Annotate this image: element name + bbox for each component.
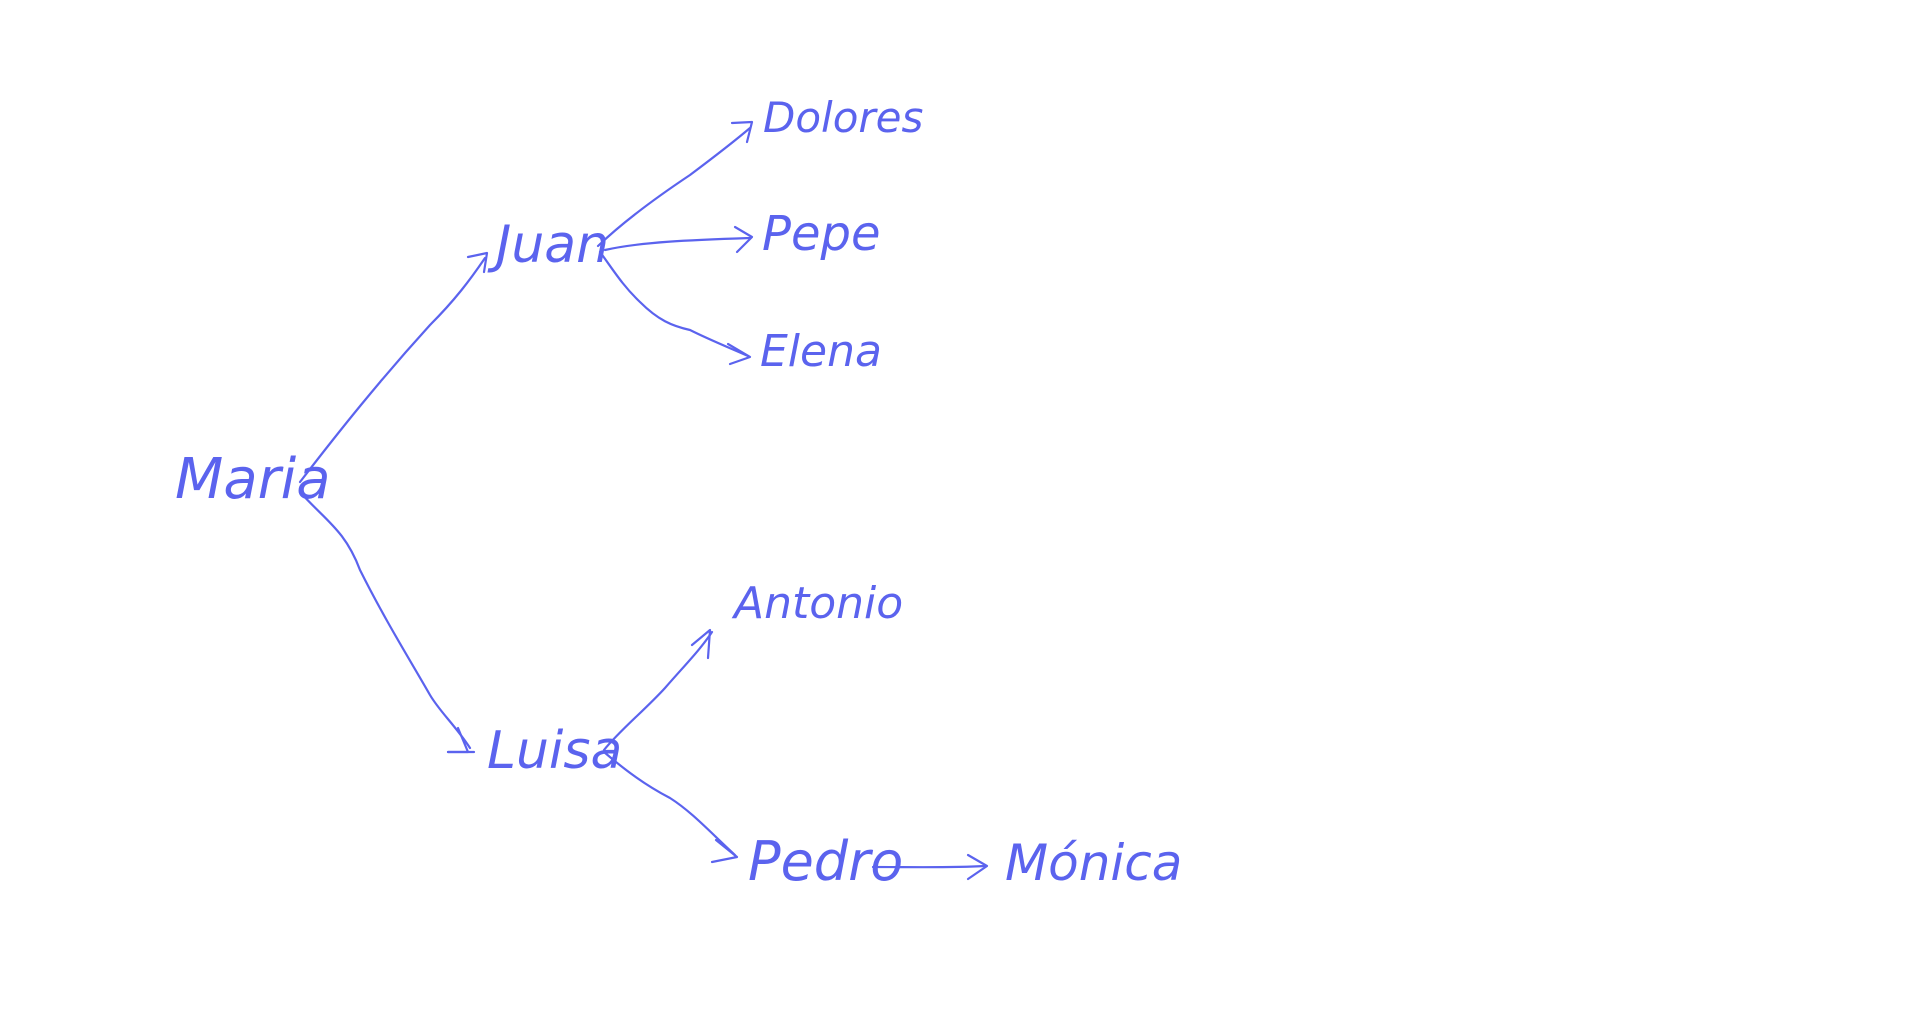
node-luisa: Luisa: [487, 721, 622, 781]
node-elena: Elena: [760, 326, 882, 377]
edge-luisa-antonio: [602, 628, 714, 752]
node-pepe: Pepe: [762, 206, 880, 262]
node-pedro: Pedro: [748, 830, 903, 893]
edge-pedro-monica: [871, 853, 989, 881]
node-maria: Maria: [175, 447, 331, 512]
edge-juan-elena: [598, 250, 752, 366]
node-monica: Mónica: [1005, 834, 1182, 892]
node-antonio: Antonio: [731, 578, 903, 629]
node-dolores: Dolores: [763, 93, 923, 142]
edge-juan-pepe: [603, 225, 754, 254]
node-juan: Juan: [487, 215, 609, 275]
edge-luisa-pedro: [602, 750, 739, 864]
edge-maria-juan: [298, 251, 489, 484]
edge-juan-dolores: [596, 120, 754, 248]
edge-maria-luisa: [298, 490, 476, 754]
